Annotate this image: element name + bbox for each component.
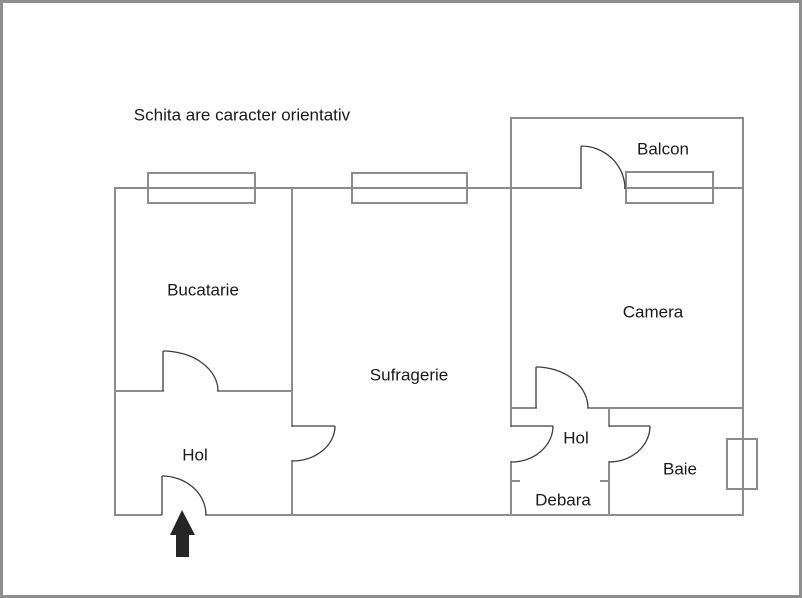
room-label-hol-left: Hol	[182, 445, 208, 465]
walls	[114, 117, 744, 516]
windows	[147, 171, 758, 490]
window-bucatarie	[147, 172, 256, 204]
room-label-balcon: Balcon	[637, 139, 689, 159]
door-sufragerie-hol	[510, 425, 554, 463]
door-hol-sufragerie	[291, 425, 336, 462]
room-label-bucatarie: Bucatarie	[167, 280, 239, 300]
door-bucatarie	[162, 350, 219, 392]
entrance-arrow-icon	[170, 510, 195, 557]
door-entrance	[161, 475, 207, 516]
door-hol-baie	[608, 425, 651, 463]
door-balcon	[580, 145, 626, 190]
window-balcon	[625, 171, 714, 204]
floorplan-drawing	[114, 117, 758, 557]
door-swings	[161, 145, 651, 516]
room-label-debara: Debara	[535, 490, 591, 510]
room-label-baie: Baie	[662, 459, 698, 479]
window-sufragerie	[351, 172, 468, 204]
room-label-camera: Camera	[622, 302, 684, 322]
door-camera	[535, 366, 589, 409]
window-baie	[726, 438, 758, 490]
room-label-hol-right: Hol	[563, 428, 589, 448]
disclaimer-text: Schita are caracter orientativ	[133, 105, 351, 125]
room-label-sufragerie: Sufragerie	[369, 365, 449, 385]
